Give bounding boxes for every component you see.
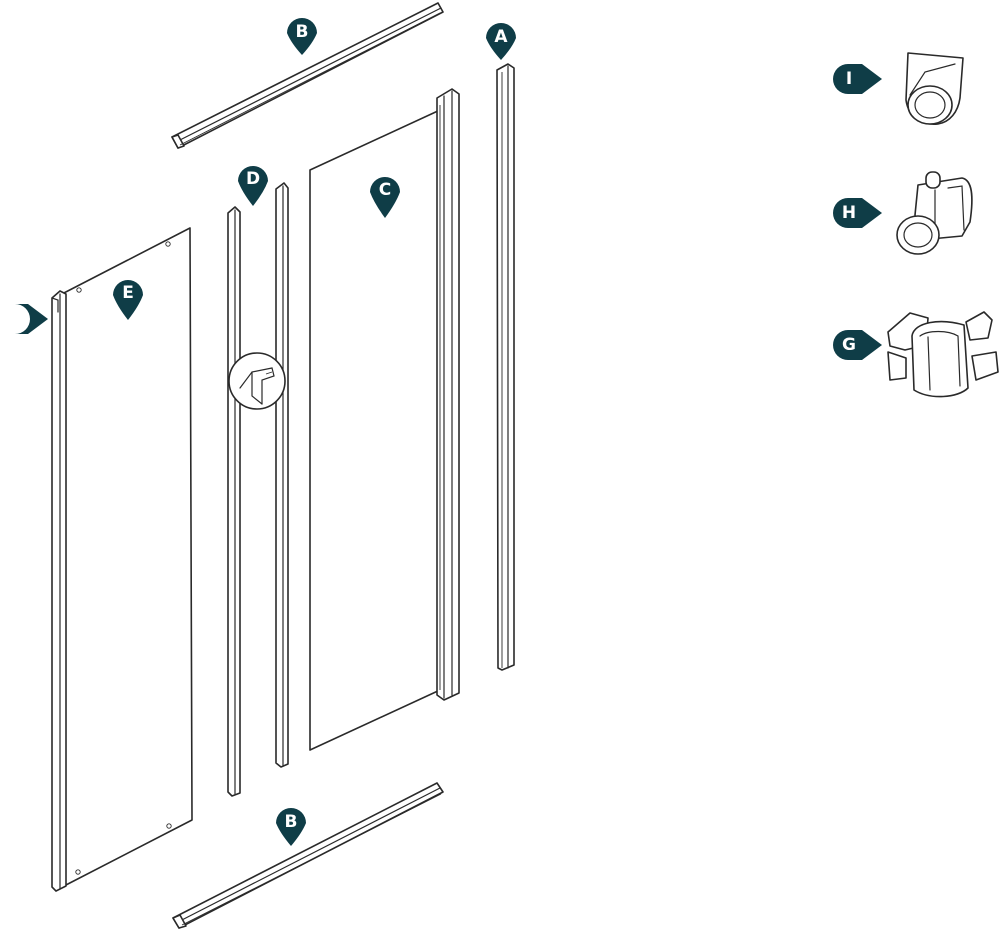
marker-i: I bbox=[833, 64, 882, 94]
marker-c-label: C bbox=[379, 180, 391, 200]
marker-c: C bbox=[370, 177, 400, 218]
marker-b-top: B bbox=[287, 18, 317, 55]
part-b-bottom-track bbox=[172, 782, 444, 929]
marker-h: H bbox=[833, 198, 882, 228]
marker-f-label: F bbox=[10, 309, 22, 329]
marker-i-label: I bbox=[846, 69, 852, 89]
marker-d-label: D bbox=[246, 169, 260, 189]
part-c-door-panel bbox=[309, 88, 460, 751]
part-g-corner-connector bbox=[887, 311, 999, 398]
part-d-profiles bbox=[227, 182, 289, 797]
part-b-top-track bbox=[171, 2, 444, 149]
marker-a: A bbox=[486, 23, 516, 60]
profile-detail-magnifier bbox=[228, 352, 286, 410]
part-i-stopper bbox=[905, 52, 964, 125]
marker-g-label: G bbox=[842, 335, 856, 355]
marker-e: E bbox=[113, 280, 143, 320]
marker-d: D bbox=[237, 165, 268, 206]
part-e-fixed-panel bbox=[59, 227, 193, 887]
part-h-roller bbox=[896, 171, 973, 255]
marker-e-label: E bbox=[122, 283, 134, 303]
marker-g: G bbox=[833, 330, 882, 360]
part-a-wall-profile bbox=[496, 63, 515, 671]
marker-b-bottom: B bbox=[276, 808, 306, 846]
part-f-wall-profile bbox=[51, 290, 67, 892]
marker-b-bottom-label: B bbox=[285, 812, 298, 832]
marker-h-label: H bbox=[842, 203, 856, 223]
marker-b-top-label: B bbox=[296, 22, 309, 42]
marker-f: F bbox=[10, 304, 48, 334]
marker-a-label: A bbox=[494, 27, 508, 47]
